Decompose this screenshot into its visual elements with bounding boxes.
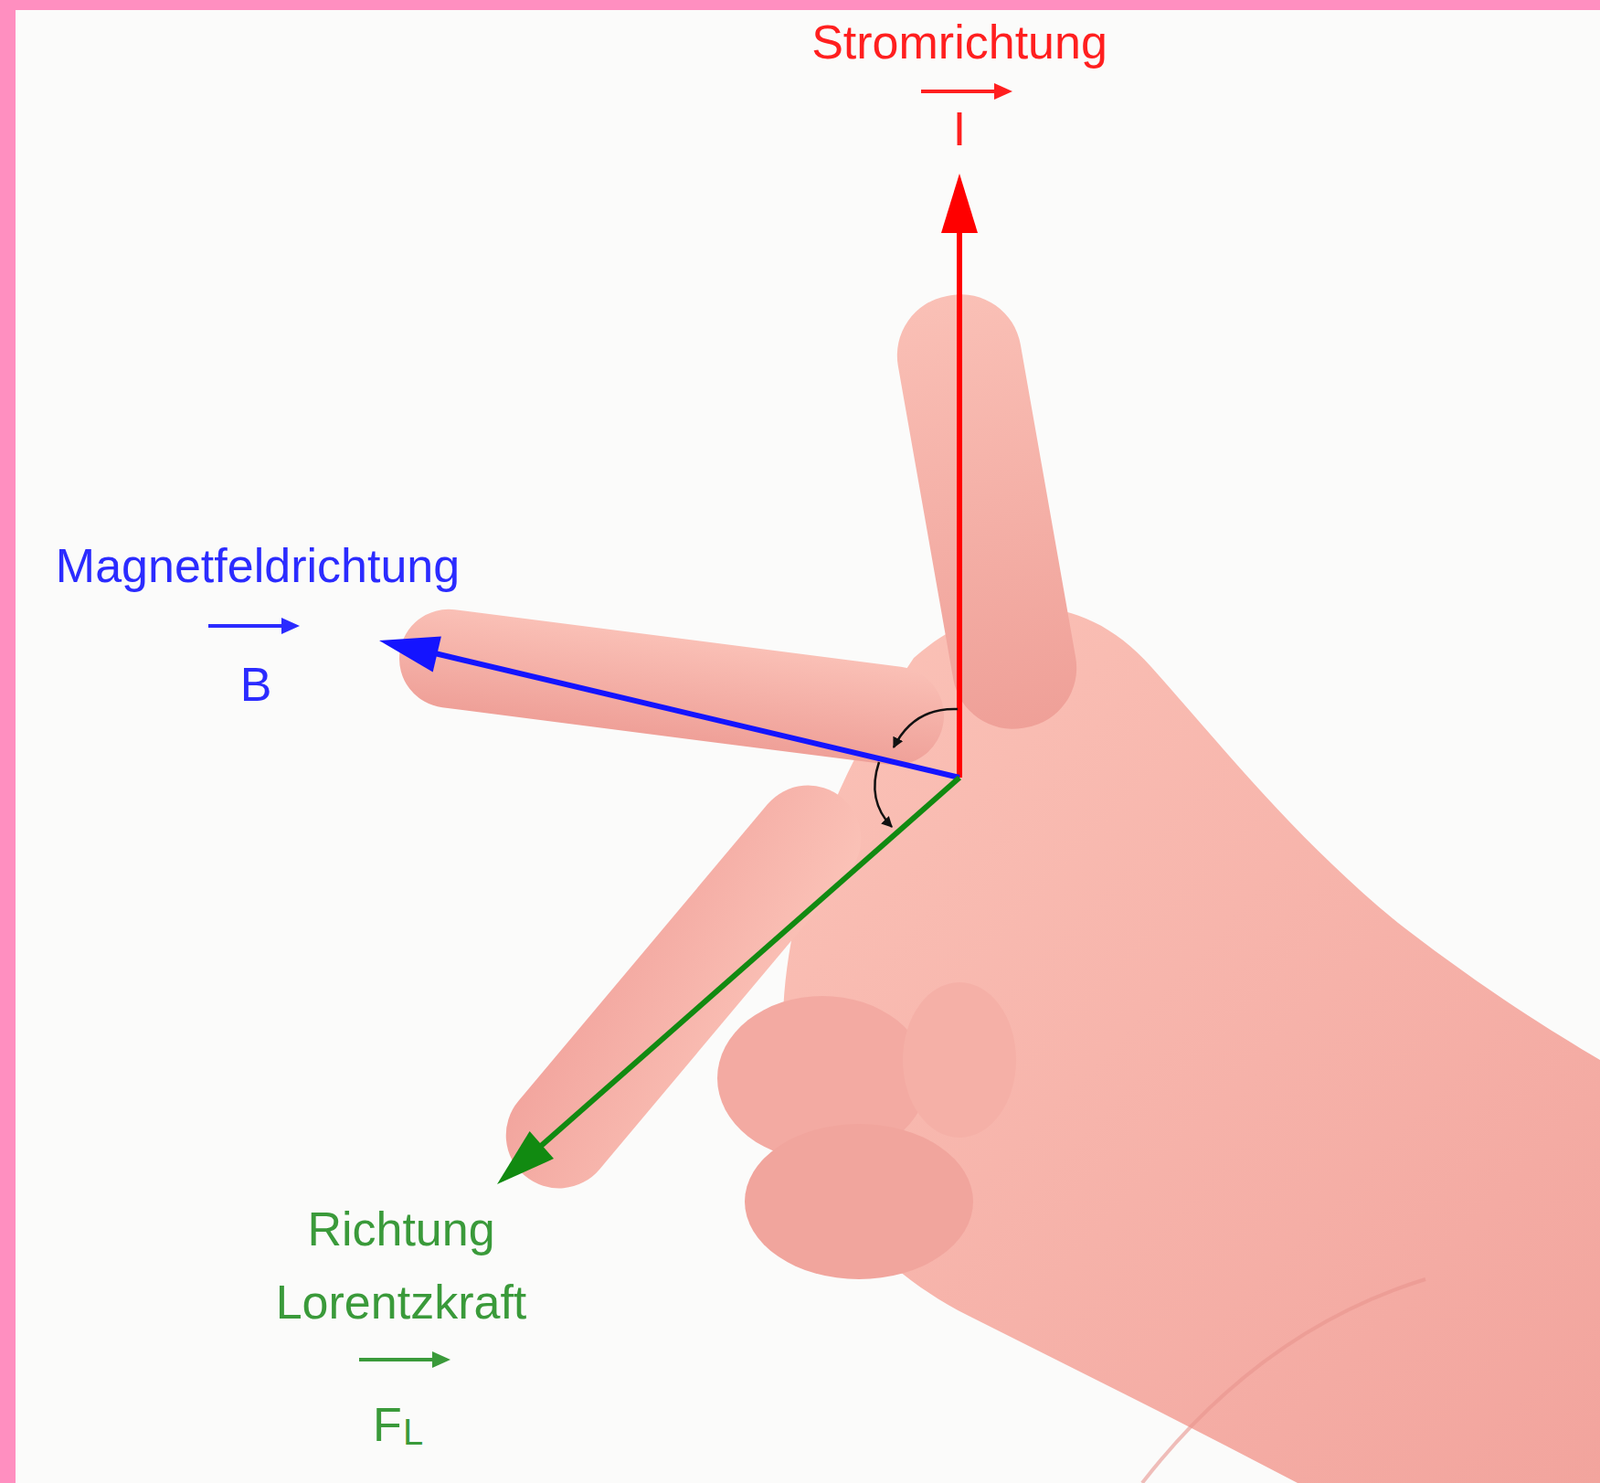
knuckle <box>902 982 1017 1138</box>
field-arrowhead <box>379 635 442 672</box>
thumb <box>887 285 1086 739</box>
vector-overarrow <box>208 624 286 628</box>
vector-overarrow-head <box>432 1351 451 1368</box>
index-finger <box>393 603 951 771</box>
vector-overarrow-head <box>281 617 300 635</box>
force-symbol: F <box>372 1398 403 1453</box>
field-vector <box>434 653 960 778</box>
vector-overarrow <box>359 1357 436 1362</box>
force-vector <box>540 777 960 1147</box>
current-symbol: I <box>953 102 966 158</box>
angle-arc <box>893 709 958 748</box>
vector-overarrow <box>921 89 998 94</box>
current-vector <box>956 228 963 778</box>
current-arrowhead <box>941 173 978 234</box>
force-subscript: L <box>402 1410 424 1453</box>
field-symbol: B <box>240 657 273 713</box>
skin-crease <box>1142 1279 1426 1483</box>
folded-finger <box>744 1123 974 1280</box>
hand <box>393 285 1600 1483</box>
force-label: Richtung Lorentzkraft <box>227 1192 575 1339</box>
vector-overarrow-head <box>994 83 1013 100</box>
force-arrowhead <box>497 1131 554 1185</box>
angle-arc <box>874 762 892 827</box>
vectors <box>379 173 978 1185</box>
page-ground <box>15 10 1600 1483</box>
current-label: Stromrichtung <box>811 15 1108 71</box>
vector-overarrows <box>208 83 1013 1368</box>
field-label: Magnetfeldrichtung <box>55 539 460 594</box>
